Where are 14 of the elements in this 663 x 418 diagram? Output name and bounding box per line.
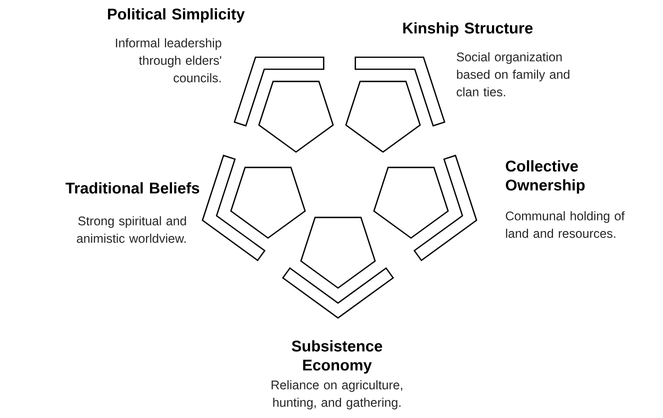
item-heading: Traditional Beliefs xyxy=(66,182,200,194)
item-heading: Kinship Structure xyxy=(403,22,533,37)
item-heading: Collective Ownership xyxy=(506,160,585,194)
item-description: Strong spiritual and animistic worldview. xyxy=(76,216,186,243)
item-heading: Subsistence Economy xyxy=(292,340,382,374)
pentagon-chevron-drawing xyxy=(345,56,446,153)
item-description: Informal leadership through elders' councils. xyxy=(116,38,222,82)
item-heading: Political Simplicity xyxy=(108,8,245,23)
item-description: Reliance on agriculture, hunting, and gathering. xyxy=(272,380,402,410)
item-description: Communal holding of land and resources. xyxy=(506,211,625,238)
pentagon-chevron-drawing xyxy=(234,56,334,153)
pentagon-chevron-drawing xyxy=(373,154,478,262)
item-description: Social organization based on family and clan ties. xyxy=(456,52,570,96)
pentagon-chevron-drawing xyxy=(202,154,306,262)
